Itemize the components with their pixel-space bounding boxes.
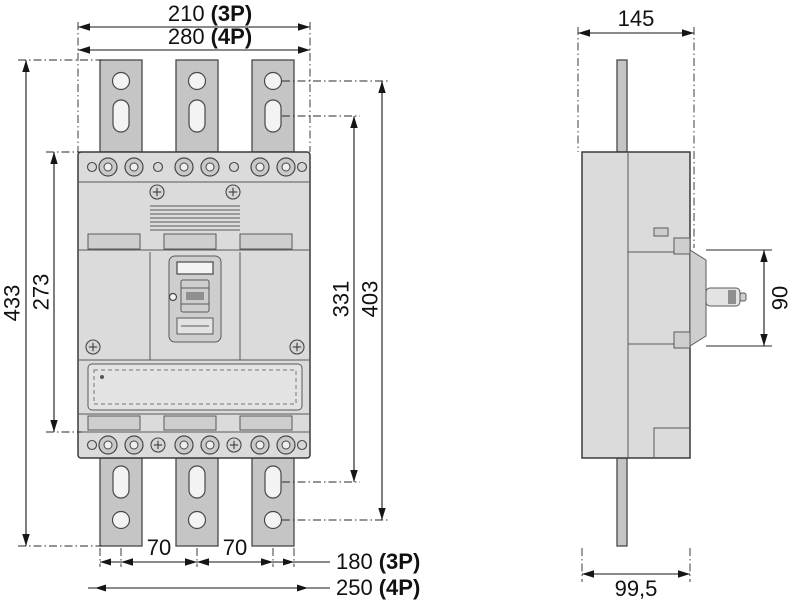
terminal-screw-ring [250,157,270,177]
terminal-screw-ring [276,435,296,455]
dim-bottom-width-3p-label: 180(3P) [336,549,420,574]
terminal-hole-round [187,71,207,91]
terminal-screw-ring [98,435,118,455]
terminal-screw-ring [200,435,220,455]
dim-hole-span-outer-label: 403 [358,281,383,318]
terminal-hole-round [111,71,131,91]
dim-base-depth: 99,5 [581,548,691,601]
label-inner-dashed [93,369,297,405]
dim-handle-height: 90 [706,249,793,347]
terminal-screw-ring [276,157,296,177]
terminal-hole-slot [112,99,130,133]
lever-grip-band [728,290,736,304]
dim-width-3p-4p: 210(3P) 280(4P) [77,1,311,152]
terminal-screw-small [152,161,164,173]
dim-width-3p-label: 210(3P) [168,1,252,26]
lower-pole-tabs [87,415,293,431]
phillips-screw [85,339,101,355]
terminal-hole-round [111,510,131,530]
rating-label-area [87,363,303,411]
terminal-screw-small [86,161,98,173]
handle-collar [689,249,707,347]
terminal-screw-ring [98,157,118,177]
bottom-terminal-bars [99,457,295,547]
escutcheon-mount-top [673,237,691,255]
terminal-hole-slot [112,465,130,499]
dim-overall-height-label: 433 [0,285,25,322]
dim-hole-span-inner-label: 331 [329,281,354,318]
dim-overall-height: 433 [0,59,102,547]
terminal-hole-round [263,71,283,91]
phillips-screw [289,339,305,355]
face-screw [653,227,669,237]
top-terminal-bars [99,59,295,153]
arrowhead [95,584,106,592]
padlock-hole [168,292,178,302]
handle-lever [186,292,204,300]
arrowhead [297,584,308,592]
terminal-bar-edge-bottom [616,457,628,547]
dim-hole-span-outer: 403 [282,80,388,521]
lever-tip [739,292,747,302]
dim-width-4p-label: 280(4P) [168,24,252,49]
dim-depth-label: 145 [618,6,655,31]
terminal-screw-small [228,161,240,173]
terminal-bar-edge-top [616,59,628,153]
dim-base-depth-label: 99,5 [615,576,658,601]
arrowhead [283,558,294,566]
terminal-hole-round [187,510,207,530]
arrowhead [100,558,111,566]
phillips-screw [150,437,166,453]
terminal-screw-ring [174,435,194,455]
label-dot [100,375,104,379]
terminal-screw-small [296,439,308,451]
dim-bottom-width-4p-label: 250(4P) [336,575,420,600]
terminal-screw-ring [200,157,220,177]
dim-depth: 145 [577,6,695,248]
escutcheon-mount-bottom [673,331,691,349]
terminal-screw-ring [124,435,144,455]
phillips-screw [149,184,165,200]
terminal-hole-slot [188,99,206,133]
terminal-screw-small [296,161,308,173]
side-view [581,59,747,547]
terminal-hole-round [263,510,283,530]
dim-hole-span-inner: 331 [282,115,360,483]
vent-ribs [150,205,240,231]
handle-window [176,261,214,275]
terminal-screw-small [86,439,98,451]
breaker-body-side [581,151,691,459]
dim-handle-height-label: 90 [768,286,793,310]
dim-pitch-1-label: 70 [147,535,171,560]
front-view [77,59,311,547]
terminal-hole-slot [264,465,282,499]
terminal-screw-ring [174,157,194,177]
dim-body-height: 273 [29,151,82,433]
dim-bottom-group: 70 70 180(3P) 250(4P) [88,535,420,600]
dim-body-height-label: 273 [29,274,54,311]
operating-handle [149,252,241,360]
phillips-screw [226,437,242,453]
base-step [653,427,690,458]
dim-pitch-2-label: 70 [223,535,247,560]
terminal-bar [175,457,219,547]
terminal-hole-slot [264,99,282,133]
phillips-screw [225,184,241,200]
terminal-hole-slot [188,465,206,499]
label-frame [87,363,303,411]
terminal-bar [99,457,143,547]
terminal-screw-ring [250,435,270,455]
upper-pole-tabs [87,233,293,250]
terminal-screw-ring [124,157,144,177]
